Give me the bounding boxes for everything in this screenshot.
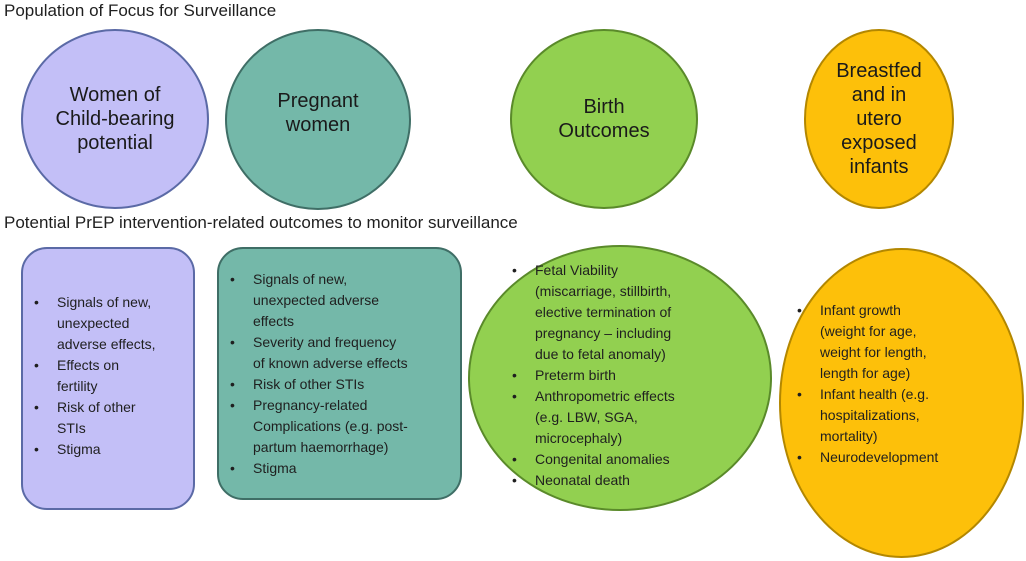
outcome-item: Severity and frequency of known adverse …	[228, 332, 408, 374]
label-line: infants	[849, 156, 909, 178]
outcome-line: Risk of other	[57, 399, 136, 415]
label-line: Pregnant	[277, 89, 359, 112]
population-label: Breastfed and in utero exposed infants	[836, 59, 922, 179]
outcome-line: Congenital anomalies	[535, 451, 670, 467]
outcome-item: Infant growth (weight for age, weight fo…	[795, 300, 938, 384]
outcomes-list: Fetal Viability (miscarriage, stillbirth…	[510, 260, 675, 491]
outcome-line: hospitalizations,	[820, 407, 920, 423]
population-heading: Population of Focus for Surveillance	[4, 1, 277, 20]
outcome-line: weight for length,	[820, 344, 927, 360]
outcome-line: length for age)	[820, 365, 911, 381]
outcome-line: (e.g. LBW, SGA,	[535, 409, 638, 425]
outcome-line: Infant growth	[820, 302, 901, 318]
outcome-item: Signals of new, unexpected adverse effec…	[228, 269, 408, 332]
outcome-line: elective termination of	[535, 304, 672, 320]
outcome-line: partum haemorrhage)	[253, 439, 389, 455]
population-label: Birth Outcomes	[558, 95, 649, 143]
label-line: women	[285, 113, 351, 136]
outcome-line: (miscarriage, stillbirth,	[535, 283, 672, 299]
outcome-line: Risk of other STIs	[253, 376, 365, 392]
outcome-line: (weight for age,	[820, 323, 917, 339]
outcome-line: of known adverse effects	[253, 355, 408, 371]
outcome-line: Signals of new,	[57, 294, 152, 310]
outcome-line: Effects on	[57, 357, 120, 373]
outcome-item: Stigma	[32, 439, 156, 460]
population-label: Women of Child-bearing potential	[56, 83, 175, 155]
population-label: Pregnant women	[277, 89, 358, 137]
outcome-line: Infant health (e.g.	[820, 386, 929, 402]
outcome-line: fertility	[57, 378, 98, 394]
label-line: Breastfed	[836, 60, 922, 82]
outcome-line: due to fetal anomaly)	[535, 346, 666, 362]
population-birth-outcomes: Birth Outcomes	[510, 29, 698, 209]
outcome-line: STIs	[57, 420, 86, 436]
outcome-item: Risk of other STIs	[32, 397, 156, 439]
outcome-item: Signals of new, unexpected adverse effec…	[32, 292, 156, 355]
outcome-item: Neurodevelopment	[795, 447, 938, 468]
label-line: Child-bearing	[55, 108, 175, 130]
outcome-line: unexpected	[57, 315, 130, 331]
outcome-line: Pregnancy-related	[253, 397, 368, 413]
outcome-item: Infant health (e.g. hospitalizations, mo…	[795, 384, 938, 447]
outcome-item: Fetal Viability (miscarriage, stillbirth…	[510, 260, 675, 365]
outcome-item: Neonatal death	[510, 470, 675, 491]
outcome-item: Pregnancy-related Complications (e.g. po…	[228, 395, 408, 458]
population-women-childbearing: Women of Child-bearing potential	[21, 29, 209, 209]
outcome-item: Effects on fertility	[32, 355, 156, 397]
population-breastfed-infants: Breastfed and in utero exposed infants	[804, 29, 954, 209]
outcome-line: Neurodevelopment	[820, 449, 939, 465]
outcome-line: Stigma	[253, 460, 297, 476]
outcomes-list: Signals of new, unexpected adverse effec…	[32, 292, 156, 460]
outcome-line: Neonatal death	[535, 472, 630, 488]
label-line: Birth	[583, 96, 625, 118]
outcome-line: Stigma	[57, 441, 101, 457]
outcome-line: microcephaly)	[535, 430, 623, 446]
outcome-item: Stigma	[228, 458, 408, 479]
outcome-item: Anthropometric effects (e.g. LBW, SGA, m…	[510, 386, 675, 449]
outcome-item: Congenital anomalies	[510, 449, 675, 470]
outcomes-list: Signals of new, unexpected adverse effec…	[228, 269, 408, 479]
outcome-line: Severity and frequency	[253, 334, 397, 350]
label-line: and in	[851, 84, 907, 106]
outcome-line: adverse effects,	[57, 336, 156, 352]
outcome-line: Fetal Viability	[535, 262, 619, 278]
label-line: potential	[77, 132, 153, 154]
label-line: Women of	[69, 84, 161, 106]
outcome-line: pregnancy – including	[535, 325, 672, 341]
outcome-line: effects	[253, 313, 294, 329]
outcome-item: Risk of other STIs	[228, 374, 408, 395]
outcomes-list: Infant growth (weight for age, weight fo…	[795, 300, 938, 468]
outcomes-heading: Potential PrEP intervention-related outc…	[4, 213, 518, 232]
outcome-item: Preterm birth	[510, 365, 675, 386]
outcome-line: Preterm birth	[535, 367, 616, 383]
label-line: utero	[856, 108, 902, 130]
outcome-line: unexpected adverse	[253, 292, 380, 308]
outcome-line: Complications (e.g. post-	[253, 418, 408, 434]
outcome-line: Anthropometric effects	[535, 388, 675, 404]
label-line: exposed	[841, 132, 917, 154]
outcome-line: Signals of new,	[253, 271, 348, 287]
label-line: Outcomes	[558, 120, 650, 142]
population-pregnant-women: Pregnant women	[225, 29, 411, 210]
outcome-line: mortality)	[820, 428, 878, 444]
